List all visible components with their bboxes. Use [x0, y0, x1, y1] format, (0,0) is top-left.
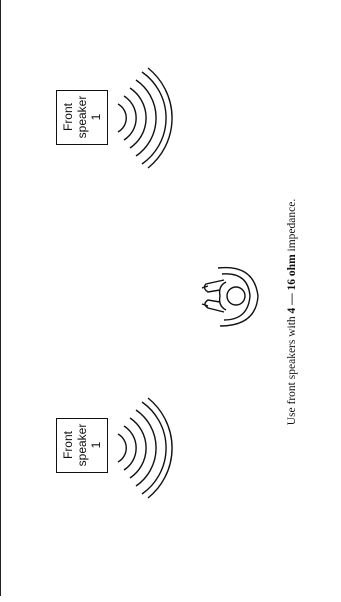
front-speaker-upper: Front speaker 1: [56, 90, 108, 145]
impedance-caption: Use front speakers with 4 — 16 ohm imped…: [284, 162, 300, 462]
seated-listener-icon: [196, 262, 262, 332]
front-speaker-lower-label: Front speaker 1: [61, 410, 103, 480]
caption-suffix: impedance.: [286, 199, 298, 252]
front-speaker-lower: Front speaker 1: [56, 418, 108, 473]
front-speaker-upper-label: Front speaker 1: [61, 82, 103, 152]
sound-waves-icon-upper: [110, 68, 190, 168]
speaker-label-line2: speaker: [75, 410, 89, 480]
caption-impedance-range: 4 — 16 ohm: [286, 254, 298, 313]
speaker-label-line3: 1: [89, 82, 103, 152]
speaker-label-line1: Front: [61, 82, 75, 152]
page-left-edge: [0, 0, 1, 596]
caption-prefix: Use front speakers with: [286, 316, 298, 425]
sound-waves-icon-lower: [110, 398, 190, 498]
speaker-label-line1: Front: [61, 410, 75, 480]
speaker-label-line2: speaker: [75, 82, 89, 152]
speaker-label-line3: 1: [89, 410, 103, 480]
